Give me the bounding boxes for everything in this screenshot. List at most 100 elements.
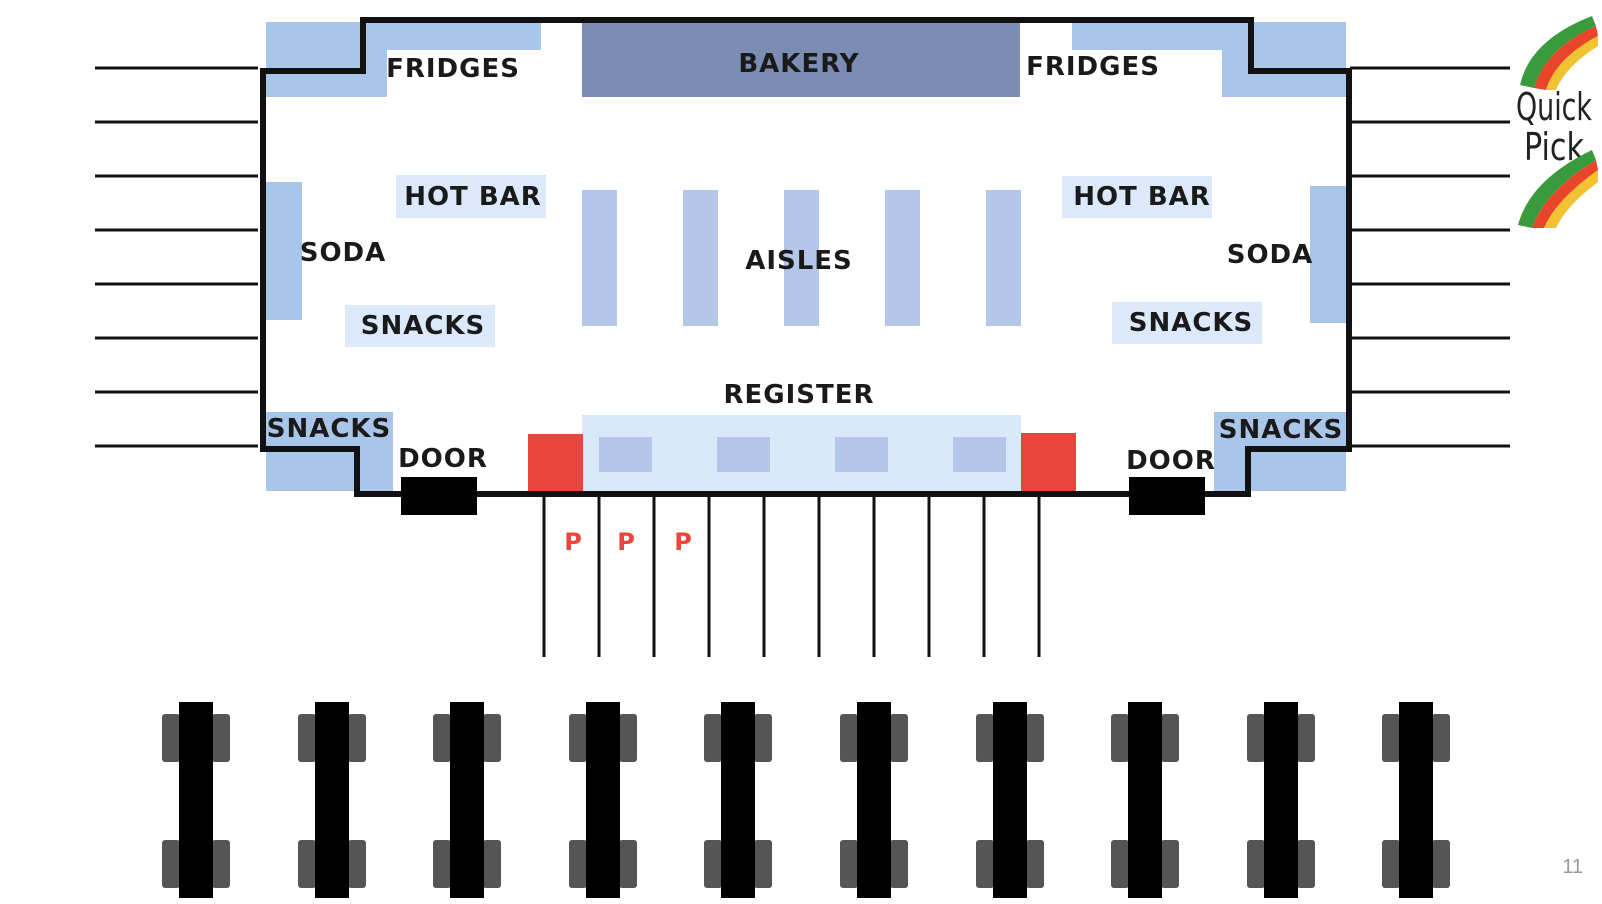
car-wheel: [569, 714, 587, 762]
car-body: [586, 702, 620, 898]
door-right-label: DOOR: [1126, 446, 1216, 476]
car-body: [993, 702, 1027, 898]
car-wheel: [890, 840, 908, 888]
parked-car: [569, 702, 637, 898]
logo-stripe-icon: [1534, 26, 1598, 90]
logo-stripe-icon: [1520, 16, 1596, 88]
car-wheel: [1432, 714, 1450, 762]
fridges-right-block: [1072, 22, 1248, 50]
car-body: [315, 702, 349, 898]
car-body: [1128, 702, 1162, 898]
aisle-shelf: [986, 190, 1021, 326]
car-wheel: [483, 840, 501, 888]
car-wheel: [298, 840, 316, 888]
parked-car: [1111, 702, 1179, 898]
aisle-shelf: [683, 190, 718, 326]
car-wheel: [1432, 840, 1450, 888]
aisles-label: AISLES: [745, 246, 853, 276]
car-wheel: [1111, 840, 1129, 888]
car-wheel: [1297, 840, 1315, 888]
car-wheel: [976, 714, 994, 762]
hot-bar-right-label: HOT BAR: [1073, 182, 1211, 212]
hot-bar-left-label: HOT BAR: [404, 182, 542, 212]
parked-car: [976, 702, 1044, 898]
door-right: [1129, 477, 1205, 515]
page-number: 11: [1562, 856, 1583, 878]
bakery-label: BAKERY: [738, 49, 859, 79]
quick-pick-logo: Quick Pick: [1516, 16, 1598, 228]
parked-car: [840, 702, 908, 898]
fridges-left-corner: [266, 22, 387, 97]
door-left-label: DOOR: [398, 444, 488, 474]
fridges-left-block: [363, 22, 541, 50]
parking-label: P: [674, 528, 692, 556]
store-walls: [260, 17, 1352, 497]
aisle-shelf: [885, 190, 920, 326]
car-wheel: [619, 840, 637, 888]
parked-car: [433, 702, 501, 898]
car-wheel: [840, 840, 858, 888]
car-body: [721, 702, 755, 898]
car-wheel: [1026, 840, 1044, 888]
car-wheel: [483, 714, 501, 762]
car-wheel: [162, 840, 180, 888]
car-wheel: [1247, 840, 1265, 888]
car-body: [1399, 702, 1433, 898]
car-wheel: [754, 840, 772, 888]
car-wheel: [433, 840, 451, 888]
register-stations: [599, 437, 1006, 472]
logo-text-quick: Quick: [1516, 85, 1592, 129]
aisles-group: [582, 190, 1021, 326]
hot-bar-right-block: [1062, 176, 1212, 218]
car-wheel: [1297, 714, 1315, 762]
register-label: REGISTER: [723, 380, 874, 410]
parked-cars: [162, 702, 1450, 898]
parked-car: [1247, 702, 1315, 898]
car-wheel: [569, 840, 587, 888]
red-marker-left: [528, 434, 583, 492]
fridges-left-label: FRIDGES: [386, 54, 520, 84]
snacks-left-block: [345, 305, 495, 347]
snacks-right-label: SNACKS: [1129, 308, 1254, 338]
car-wheel: [704, 714, 722, 762]
parked-car: [162, 702, 230, 898]
right-side-lines: [1350, 66, 1510, 448]
parked-car: [704, 702, 772, 898]
aisle-shelf: [582, 190, 617, 326]
aisle-shelf: [784, 190, 819, 326]
logo-stripe-icon: [1544, 170, 1598, 228]
logo-stripe-icon: [1546, 36, 1598, 90]
car-wheel: [1382, 714, 1400, 762]
parking-label: P: [564, 528, 582, 556]
parking-label: P: [617, 528, 635, 556]
register-counter: [582, 415, 1021, 491]
parked-car: [1382, 702, 1450, 898]
car-wheel: [754, 714, 772, 762]
car-wheel: [1161, 714, 1179, 762]
car-wheel: [348, 714, 366, 762]
register-station: [599, 437, 652, 472]
car-wheel: [704, 840, 722, 888]
car-wheel: [162, 714, 180, 762]
soda-left-label: SODA: [300, 238, 387, 268]
register-station: [717, 437, 770, 472]
car-body: [857, 702, 891, 898]
snacks-corner-left-label: SNACKS: [267, 414, 392, 444]
parked-car: [298, 702, 366, 898]
car-body: [450, 702, 484, 898]
car-body: [179, 702, 213, 898]
register-station: [953, 437, 1006, 472]
car-wheel: [348, 840, 366, 888]
car-wheel: [1026, 714, 1044, 762]
snacks-corner-right-label: SNACKS: [1219, 415, 1344, 445]
red-marker-right: [1021, 433, 1076, 491]
logo-stripe-icon: [1532, 160, 1598, 228]
car-wheel: [840, 714, 858, 762]
car-wheel: [1247, 714, 1265, 762]
car-wheel: [1161, 840, 1179, 888]
parking-stall-lines: [542, 496, 1041, 657]
soda-right-label: SODA: [1227, 240, 1314, 270]
logo-stripe-icon: [1518, 150, 1596, 228]
register-station: [835, 437, 888, 472]
